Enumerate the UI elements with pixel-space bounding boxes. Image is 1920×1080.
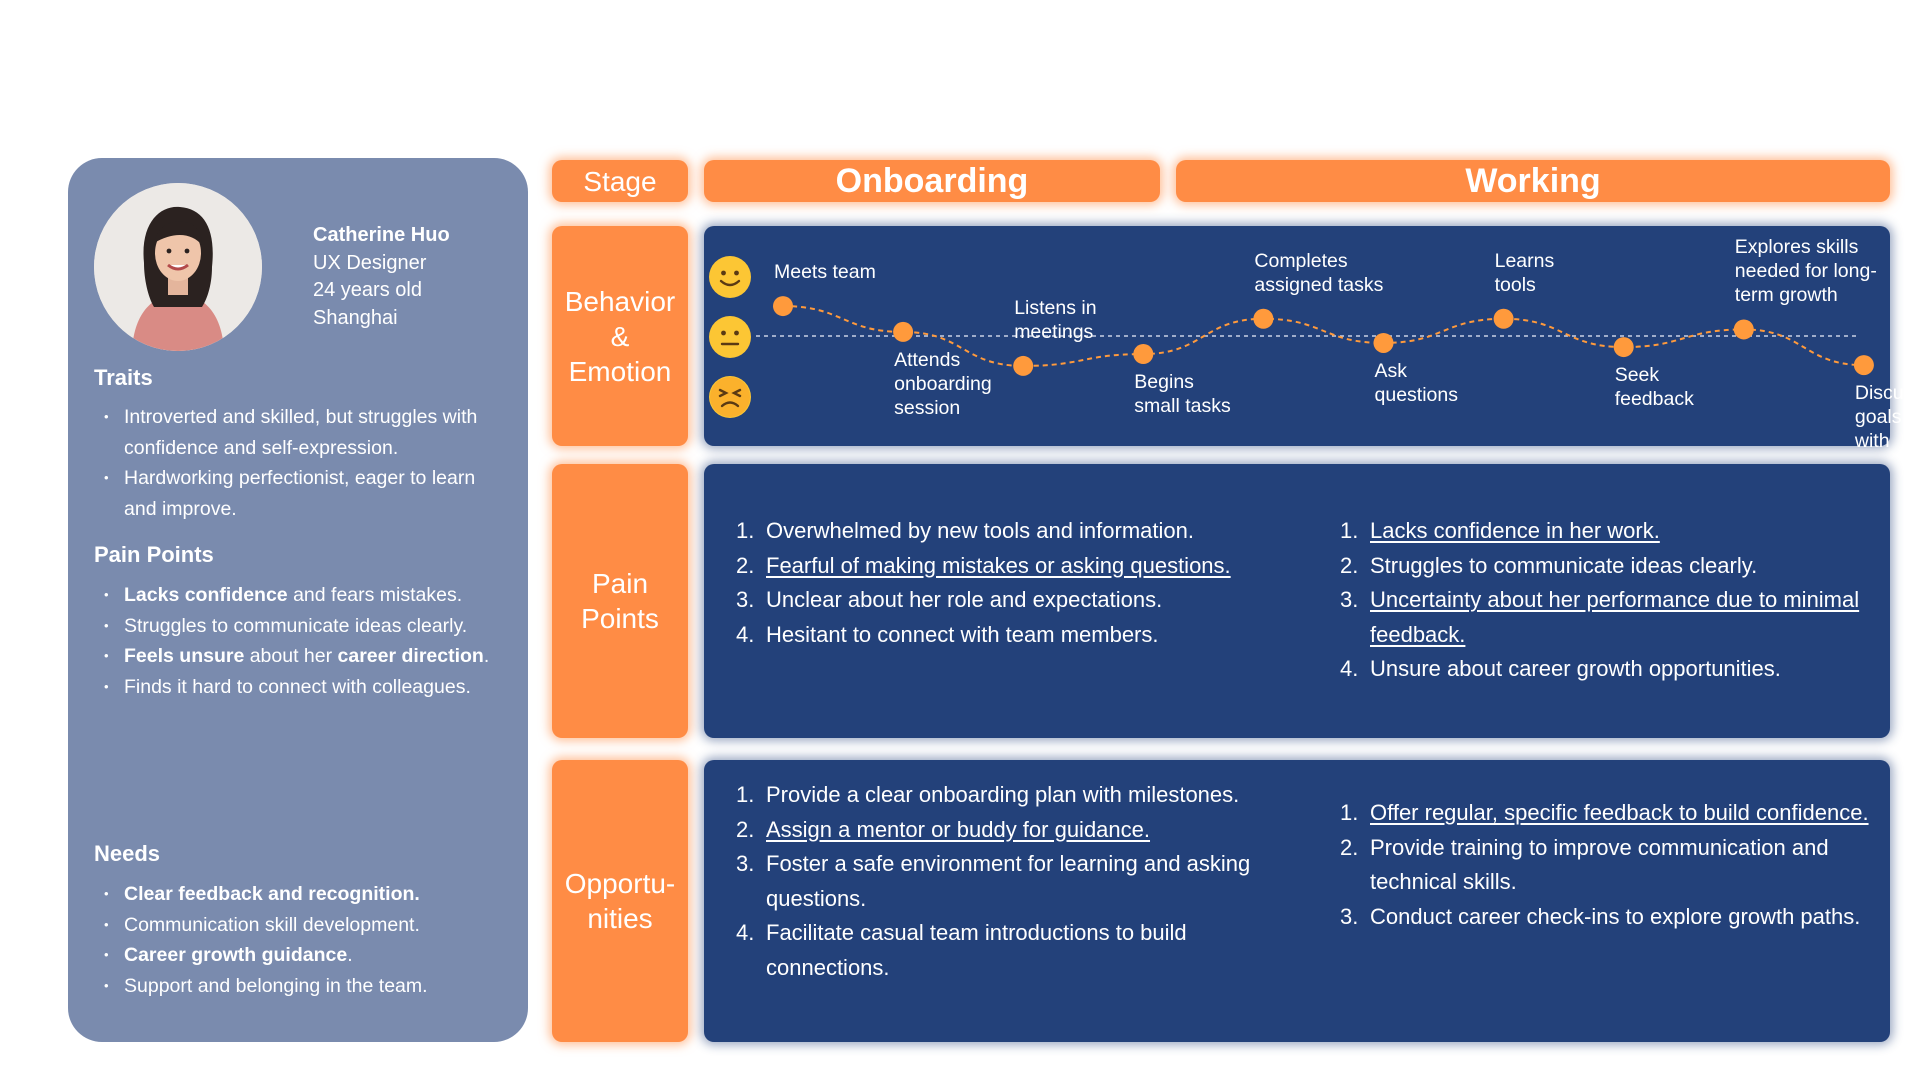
pain-points-panel: 1.Overwhelmed by new tools and informati…: [704, 464, 1890, 738]
pain-point-item: 2.Fearful of making mistakes or asking q…: [736, 552, 1231, 578]
journey-step-point: [1013, 355, 1034, 376]
opportunity-item: 2.Assign a mentor or buddy for guidance.: [736, 816, 1151, 842]
persona-location: Shanghai: [313, 306, 398, 329]
journey-step-point: [1133, 344, 1154, 365]
journey-step-point: [1253, 308, 1274, 329]
journey-step-point: [773, 296, 793, 317]
journey-step-label: Explores skills needed for long- term gr…: [1734, 236, 1877, 307]
opportunity-item: 1.Offer regular, specific feedback to bu…: [1340, 800, 1869, 825]
persona-photo: [94, 183, 262, 351]
pain-points-heading: Pain Points: [94, 542, 214, 567]
trait-item: Hardworking perfectionist, eager to lear…: [94, 463, 504, 524]
smiling-face-icon: [709, 256, 751, 298]
journey-step-label: Ask questions: [1374, 359, 1458, 406]
traits-list: Introverted and skilled, but struggles w…: [94, 402, 504, 524]
pain-point-item: 4.Unsure about career growth opportuniti…: [1340, 656, 1781, 681]
need-item: Clear feedback and recognition.: [94, 879, 504, 910]
pain-point-item: 4.Hesitant to connect with team members.: [736, 621, 1159, 647]
needs-list: Clear feedback and recognition.Communica…: [94, 879, 504, 1001]
journey-step-label: Begins small tasks: [1134, 371, 1231, 418]
journey-step-label: Discusses goals with mentors: [1854, 382, 1920, 477]
emotion-curve: [782, 305, 1864, 367]
persona-pain-point-item: Lacks confidence and fears mistakes.: [94, 580, 504, 611]
persona-card: Catherine Huo UX Designer 24 years old S…: [68, 158, 528, 1042]
persona-pain-point-item: Struggles to communicate ideas clearly.: [94, 611, 504, 642]
persona-pain-point-item: Feels unsure about her career direction.: [94, 641, 504, 672]
pain-point-item: 3.Uncertainty about her performance due …: [1340, 587, 1860, 647]
persona-pain-point-item: Finds it hard to connect with colleagues…: [94, 672, 504, 703]
journey-step-label: Attends onboarding session: [894, 348, 992, 419]
journey-step-label: Listens in meetings: [1014, 296, 1097, 343]
journey-step-label: Completes assigned tasks: [1254, 249, 1384, 296]
need-item: Career growth guidance.: [94, 940, 504, 971]
journey-step-point: [1733, 319, 1754, 340]
opportunities-label: Opportu- nities: [552, 760, 688, 1042]
pain-point-item: 3.Unclear about her role and expectation…: [736, 587, 1163, 612]
journey-step-point: [1853, 355, 1874, 376]
persona-name: Catherine Huo: [313, 224, 450, 246]
opportunity-item: 1.Provide a clear onboarding plan with m…: [736, 782, 1240, 807]
neutral-face-icon: [709, 316, 751, 358]
opportunities-working-list: 1.Offer regular, specific feedback to bu…: [1340, 796, 1870, 934]
journey-step-label: Meets team: [774, 261, 876, 284]
opportunities-panel: 1.Provide a clear onboarding plan with m…: [704, 760, 1890, 1042]
needs-heading: Needs: [94, 841, 161, 866]
stage-working: Working: [1176, 160, 1890, 202]
opportunities-onboarding-list: 1.Provide a clear onboarding plan with m…: [736, 778, 1266, 985]
opportunity-item: 3.Conduct career check-ins to explore gr…: [1340, 903, 1861, 929]
opportunity-item: 3.Foster a safe environment for learning…: [736, 851, 1251, 911]
pain-points-working-list: 1.Lacks confidence in her work. 2.Struggl…: [1340, 514, 1870, 687]
distressed-face-icon: [709, 376, 751, 418]
journey-step-point: [1493, 308, 1514, 329]
persona-info: Catherine Huo UX Designer 24 years old S…: [313, 222, 450, 332]
persona-pain-points-list: Lacks confidence and fears mistakes.Stru…: [94, 580, 504, 702]
persona-role: UX Designer: [313, 251, 427, 274]
journey-step-point: [893, 321, 914, 342]
journey-step-label: Learns tools: [1494, 249, 1555, 296]
journey-step-point: [1613, 337, 1634, 358]
traits-heading: Traits: [94, 365, 153, 390]
opportunity-item: 2.Provide training to improve communicat…: [1340, 834, 1829, 895]
need-item: Communication skill development.: [94, 910, 504, 941]
emotion-curve-chart: [756, 296, 1874, 376]
trait-item: Introverted and skilled, but struggles w…: [94, 402, 504, 463]
stage-label: Stage: [552, 160, 688, 202]
opportunity-item: 4.Facilitate casual team introductions t…: [736, 920, 1187, 980]
journey-step-label: Seek feedback: [1614, 364, 1694, 411]
journey-step-point: [1373, 332, 1394, 353]
persona-age: 24 years old: [313, 279, 422, 301]
pain-point-item: 1.Overwhelmed by new tools and informati…: [736, 518, 1194, 543]
pain-point-item: 2.Struggles to communicate ideas clearly…: [1340, 552, 1758, 578]
pain-points-onboarding-list: 1.Overwhelmed by new tools and informati…: [736, 514, 1266, 652]
pain-points-label: Pain Points: [552, 464, 688, 738]
need-item: Support and belonging in the team.: [94, 971, 504, 1002]
behavior-emotion-label: Behavior & Emotion: [552, 226, 688, 446]
pain-point-item: 1.Lacks confidence in her work.: [1340, 518, 1660, 543]
avatar: [94, 183, 262, 351]
stage-onboarding: Onboarding: [704, 160, 1160, 202]
